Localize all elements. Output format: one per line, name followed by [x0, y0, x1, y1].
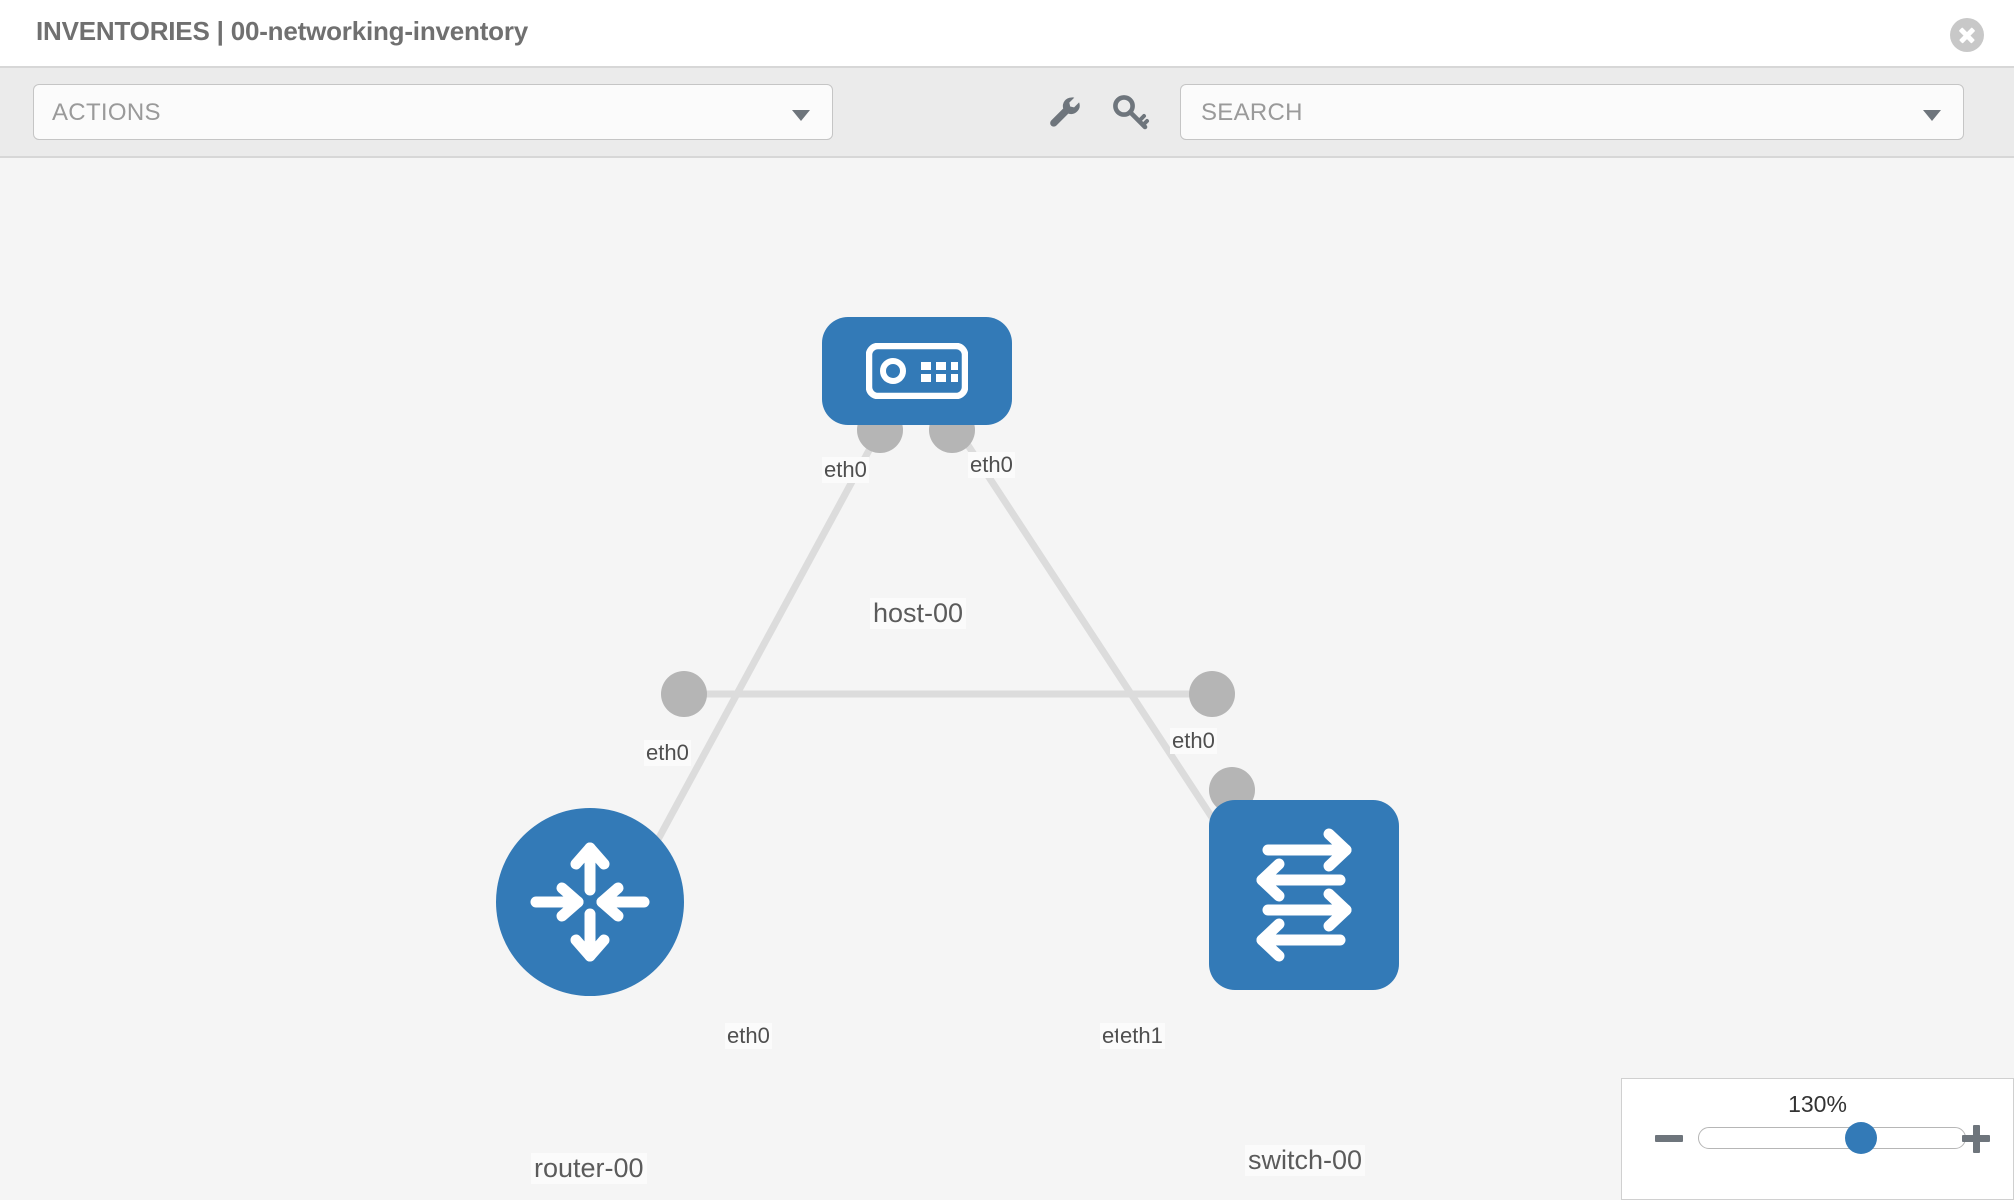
close-icon[interactable] [1950, 18, 1984, 52]
switch-arrows-icon [1256, 828, 1352, 962]
router-arrows-icon [530, 842, 650, 962]
edge-label-router-eth0-upper: eth0 [644, 740, 691, 766]
chevron-down-icon[interactable] [1923, 110, 1941, 121]
edge-label-router-eth0-right: eth0 [725, 1023, 772, 1049]
port-router-eth0-right [661, 671, 707, 717]
edge-label-switch-eth1: eth1 [1118, 1023, 1165, 1049]
node-switch-00-label: switch-00 [1245, 1145, 1366, 1176]
actions-dropdown-label: ACTIONS [52, 99, 161, 126]
wrench-icon[interactable] [1040, 90, 1084, 134]
topology-canvas[interactable]: host-00 router-00 [0, 158, 2014, 1200]
minus-icon[interactable] [1652, 1121, 1686, 1155]
edge-label-host-eth0-left: eth0 [822, 457, 869, 483]
plus-icon[interactable] [1959, 1121, 1993, 1155]
zoom-level-label: 130% [1788, 1091, 1847, 1117]
toolbar: ACTIONS [0, 68, 2014, 158]
port-switch-eth1-left [1189, 671, 1235, 717]
node-router-00-label: router-00 [531, 1153, 647, 1184]
zoom-slider-thumb[interactable] [1845, 1122, 1878, 1154]
search-input[interactable] [1199, 98, 1903, 128]
zoom-slider[interactable] [1698, 1122, 1966, 1154]
chevron-down-icon [792, 110, 810, 121]
page-header: INVENTORIES | 00-networking-inventory [0, 0, 2014, 68]
key-icon[interactable] [1108, 90, 1152, 134]
node-router-00-shape[interactable] [496, 808, 684, 996]
node-switch-00-shape[interactable] [1209, 800, 1399, 990]
link-host-switch [955, 428, 1235, 850]
node-host-00-shape[interactable] [822, 317, 1012, 425]
topology-links-layer [644, 407, 1255, 860]
edge-label-switch-eth0-upper: eth0 [1170, 728, 1217, 754]
link-host-router [644, 428, 884, 860]
search-box[interactable] [1180, 84, 1964, 140]
node-host-00-label: host-00 [870, 598, 967, 629]
page-title: INVENTORIES | 00-networking-inventory [36, 16, 529, 46]
actions-dropdown[interactable]: ACTIONS [33, 84, 833, 140]
edge-label-host-eth0-right: eth0 [968, 452, 1015, 478]
zoom-control-panel: 130% [1621, 1078, 2014, 1200]
server-icon [866, 343, 968, 399]
